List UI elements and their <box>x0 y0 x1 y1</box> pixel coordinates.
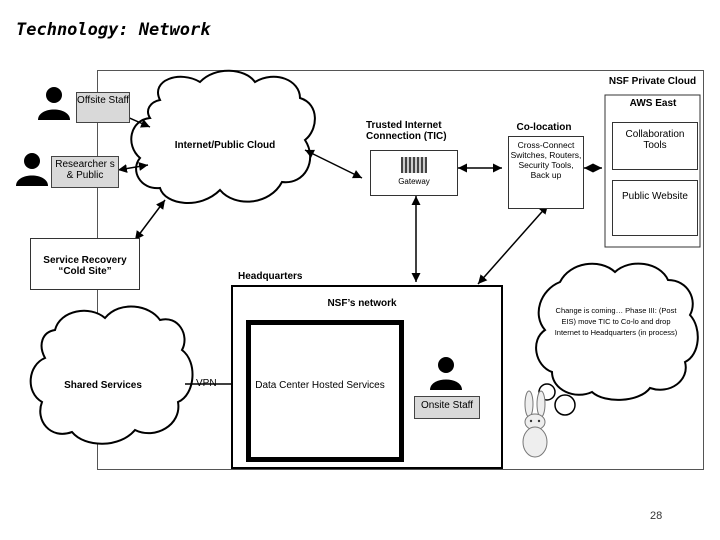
public-website-label: Public Website <box>622 191 688 202</box>
gateway-label: Gateway <box>398 177 430 186</box>
shared-services-label: Shared Services <box>64 380 142 391</box>
aws-east-label: AWS East <box>629 98 677 109</box>
cloud-tic-arrow <box>304 149 363 179</box>
offsite-staff-box: Offsite Staff <box>76 92 130 123</box>
researchers-arrow <box>117 162 149 173</box>
public-website-box: Public Website <box>612 180 698 236</box>
internet-cloud-label: Internet/Public Cloud <box>174 140 276 151</box>
service-recovery-box: Service Recovery “Cold Site” <box>30 238 140 290</box>
recovery-arrow <box>134 199 166 241</box>
data-center-label: Data Center Hosted Services <box>255 380 385 391</box>
page-number: 28 <box>650 510 663 522</box>
colo-hq-arrow <box>477 204 549 285</box>
researchers-label: Researcher s & Public <box>55 159 115 181</box>
gateway-icon <box>401 157 427 173</box>
researchers-person-icon <box>16 153 48 186</box>
thought-bubble-2 <box>554 394 576 416</box>
onsite-staff-person-icon <box>430 357 462 390</box>
change-cloud-shape <box>535 262 699 401</box>
shared-services-cloud-shape <box>29 305 194 445</box>
nsf-network-label: NSF’s network <box>327 298 397 309</box>
rabbit-icon <box>522 390 548 458</box>
collaboration-tools-box: Collaboration Tools <box>612 122 698 170</box>
tic-title: Trusted Internet Connection (TIC) <box>366 120 447 142</box>
internet-cloud-shape <box>130 69 316 204</box>
nsf-private-cloud-label: NSF Private Cloud <box>608 76 697 87</box>
data-center-box <box>246 320 404 462</box>
vpn-label: VPN <box>196 378 217 389</box>
colocation-body: Cross-Connect Switches, Routers, Securit… <box>510 140 582 180</box>
offsite-staff-label: Offsite Staff <box>77 95 129 106</box>
collaboration-tools-label: Collaboration Tools <box>625 129 685 151</box>
service-recovery-label: Service Recovery “Cold Site” <box>43 255 127 277</box>
gateway-box: Gateway <box>370 150 458 196</box>
colocation-title: Co-location <box>516 122 572 133</box>
colocation-box: Cross-Connect Switches, Routers, Securit… <box>508 136 584 209</box>
offsite-staff-person-icon <box>38 87 70 120</box>
onsite-staff-box: Onsite Staff <box>414 396 480 419</box>
change-note: Change is coming… Phase III: (Post EIS) … <box>554 306 678 337</box>
slide-title: Technology: Network <box>16 20 211 40</box>
onsite-staff-label: Onsite Staff <box>420 400 474 411</box>
researchers-box: Researcher s & Public <box>51 156 119 188</box>
headquarters-label: Headquarters <box>238 271 303 282</box>
